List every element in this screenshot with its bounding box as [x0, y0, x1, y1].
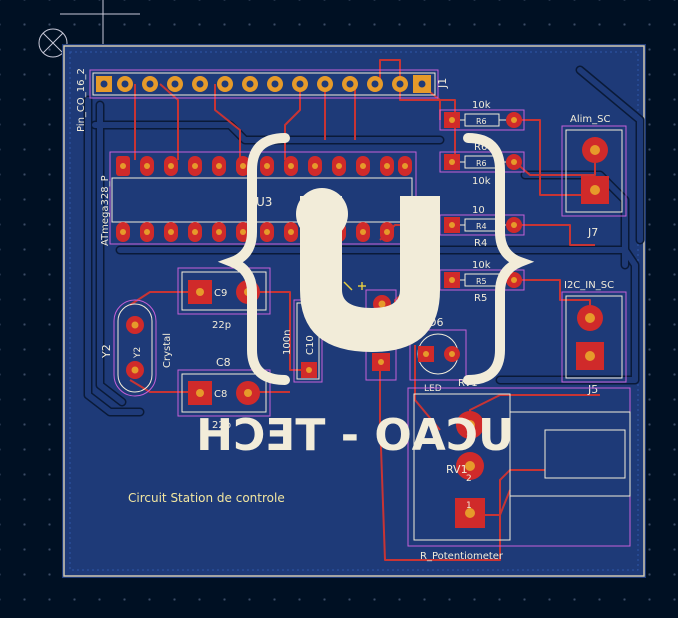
- rv1-pin2-label: 2: [466, 474, 472, 484]
- resistor-r4[interactable]: R4 10 R4: [439, 205, 525, 249]
- logo-right-brace: [463, 133, 535, 385]
- logo-text-mirrored: UCAO - TECH: [196, 410, 514, 461]
- c8-value-label: 22p: [212, 420, 231, 431]
- rv1-ref-inner: RV1: [446, 463, 468, 476]
- r6a-ref-label: R6: [474, 142, 487, 153]
- rv1-value-label: R_Potentiometer: [420, 551, 504, 562]
- c9-value-label: 22p: [212, 320, 231, 331]
- capacitor-c9[interactable]: C9 22p: [177, 267, 271, 331]
- c9-ref-inner: C9: [214, 288, 227, 299]
- j1-ref-label: J1: [436, 78, 449, 89]
- c10-value-label: 100n: [282, 330, 293, 355]
- board-title-label: Circuit Station de controle: [128, 491, 285, 505]
- r4-value-label: 10: [472, 205, 485, 216]
- ucao-logo: UCAO - TECH: [196, 133, 535, 461]
- c8-ref-inner: C8: [214, 389, 227, 400]
- j1-pads[interactable]: [96, 75, 431, 93]
- rv1-pin3-label: 3: [466, 433, 472, 443]
- copper-clearance-inner: [85, 67, 643, 415]
- c8-ref-label: C8: [216, 356, 231, 369]
- y2-value-label: Crystal: [162, 333, 173, 368]
- y2-ref-inner: Y2: [133, 347, 143, 359]
- rv1-pin1-label: 1: [466, 501, 472, 511]
- c10-ref-label: C10: [305, 335, 316, 355]
- u3-value-label: ATmega328_P: [100, 175, 111, 246]
- r4-ref-inner: R4: [476, 222, 487, 231]
- resistor-r5[interactable]: R5 10k R5: [439, 260, 525, 304]
- anchor-marker-icon: [343, 281, 366, 291]
- connector-j7[interactable]: Alim_SC J7: [561, 114, 627, 239]
- r6a-value-label: 10k: [472, 100, 491, 111]
- logo-left-brace: [217, 133, 290, 385]
- origin-marker-icon: [38, 0, 140, 58]
- j5-value-label: I2C_IN_SC: [564, 280, 614, 291]
- r6a-ref-inner: R6: [476, 117, 487, 126]
- j1-value-label: Pin_CO_16_2: [76, 68, 87, 132]
- j5-ref-label: J5: [587, 383, 598, 396]
- y2-ref-label: Y2: [100, 344, 113, 359]
- u3-ref-label: U3: [256, 195, 272, 209]
- logo-figure-head-icon: [296, 188, 348, 240]
- resistor-r6a[interactable]: R6 10k R6: [439, 100, 525, 153]
- r4-ref-label: R4: [474, 238, 487, 249]
- r6b-ref-inner: R6: [476, 159, 487, 168]
- capacitor-c8[interactable]: C8 C8 22p: [177, 356, 271, 431]
- r6b-value-label: 10k: [472, 176, 491, 187]
- connector-j1[interactable]: J1 Pin_CO_16_2: [76, 68, 449, 132]
- d6-value-label: LED: [424, 384, 442, 394]
- crystal-y2[interactable]: Y2 Y2 Crystal: [100, 299, 173, 397]
- r5-ref-label: R5: [474, 293, 487, 304]
- r5-ref-inner: R5: [476, 277, 487, 286]
- j7-value-label: Alim_SC: [570, 114, 610, 125]
- resistor-r6b[interactable]: R6 10k: [439, 151, 525, 187]
- r5-value-label: 10k: [472, 260, 491, 271]
- j7-ref-label: J7: [587, 226, 598, 239]
- connector-j5[interactable]: I2C_IN_SC J5: [561, 280, 627, 396]
- led-d6[interactable]: D6 LED: [409, 316, 467, 394]
